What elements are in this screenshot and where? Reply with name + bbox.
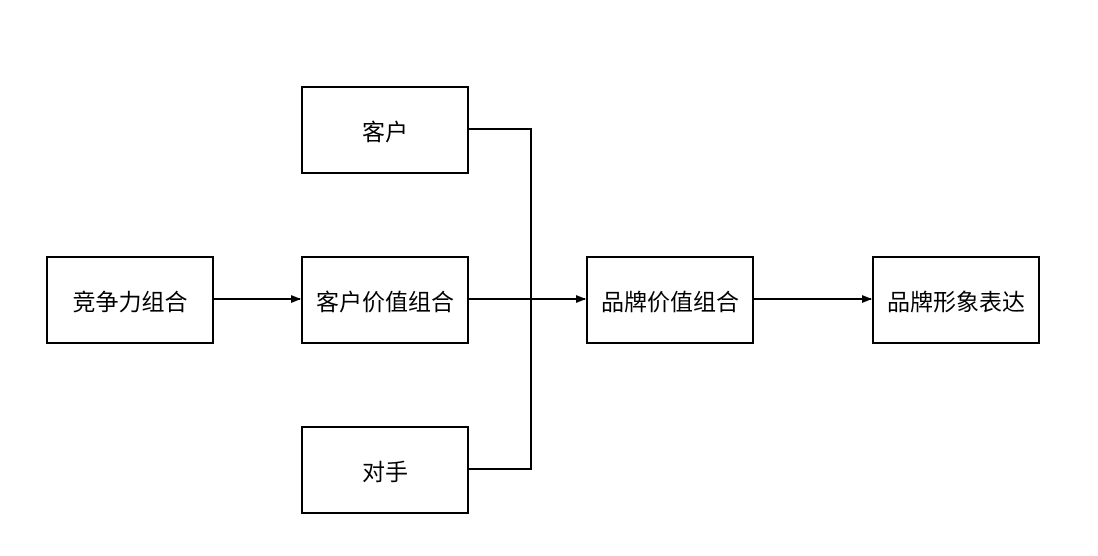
node-customer-label: 客户 bbox=[362, 120, 408, 146]
node-customer-value-mix: 客户价值组合 bbox=[301, 256, 469, 344]
node-customer: 客户 bbox=[301, 86, 469, 174]
node-competitor: 对手 bbox=[301, 426, 469, 514]
node-competitive-mix: 竞争力组合 bbox=[46, 256, 214, 344]
node-brand-image-expression-label: 品牌形象表达 bbox=[887, 290, 1025, 316]
node-brand-value-mix-label: 品牌价值组合 bbox=[601, 290, 739, 316]
connector-competitor-to-bus bbox=[468, 299, 532, 470]
node-brand-value-mix: 品牌价值组合 bbox=[586, 256, 754, 344]
node-customer-value-mix-label: 客户价值组合 bbox=[316, 290, 454, 316]
node-competitor-label: 对手 bbox=[362, 460, 408, 486]
node-competitive-mix-label: 竞争力组合 bbox=[72, 290, 188, 316]
connector-customer-to-bus bbox=[468, 128, 532, 299]
node-brand-image-expression: 品牌形象表达 bbox=[872, 256, 1040, 344]
